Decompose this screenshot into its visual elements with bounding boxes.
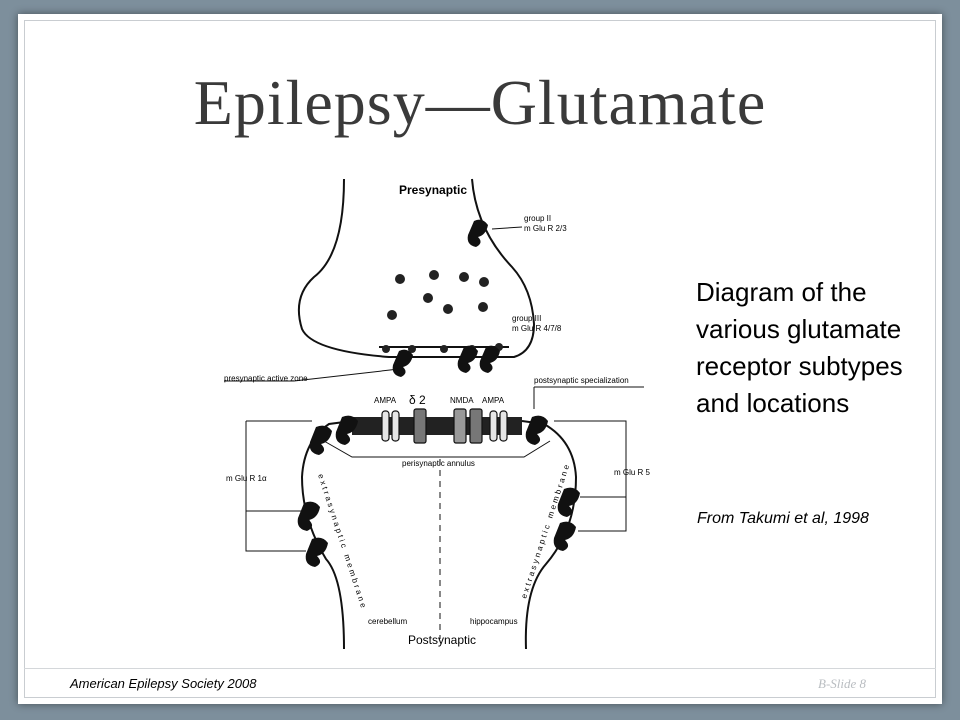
slide-title: Epilepsy—Glutamate [193,67,767,138]
mglur1-label: m Glu R 1α [226,474,267,483]
ionotropic-receptors [381,408,508,444]
group2-receptor [467,219,488,247]
cerebellum-label: cerebellum [368,617,407,626]
synapse-diagram: Presynaptic group II m Glu R 2/3 group I… [224,178,651,650]
slide: Epilepsy—Glutamate [18,14,942,704]
presynaptic-terminal [298,178,536,358]
delta-label: δ 2 [409,393,426,407]
ampa-right-label: AMPA [482,396,505,405]
active-zone-label: presynaptic active zone [224,374,308,383]
post-spec-label: postsynaptic specialization [534,376,629,385]
group2-label-b: m Glu R 2/3 [524,224,567,233]
postsynaptic-label: Postsynaptic [408,633,476,647]
presynaptic-label: Presynaptic [399,183,467,197]
mglur5-label: m Glu R 5 [614,468,651,477]
presynaptic-receptors [392,345,500,377]
citation: From Takumi et al, 1998 [697,510,869,527]
metabotropic-receptors [297,415,580,567]
ampa-left-label: AMPA [374,396,397,405]
hippocampus-label: hippocampus [470,617,518,626]
annulus-label: perisynaptic annulus [402,459,475,468]
group2-label-a: group II [524,214,551,223]
group3-label-b: m Glu R 4/7/8 [512,324,562,333]
footer-organization: American Epilepsy Society 2008 [70,676,257,691]
footer-divider [24,668,936,669]
diagram-caption: Diagram of the various glutamate recepto… [696,277,903,418]
group3-label-a: group III [512,314,541,323]
synaptic-vesicles [382,270,503,353]
nmda-label: NMDA [450,396,474,405]
slide-number: B-Slide 8 [818,676,867,691]
